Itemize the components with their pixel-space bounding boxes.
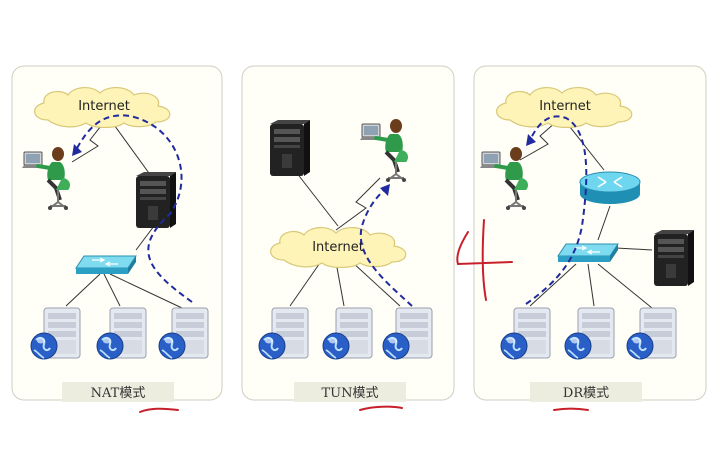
annotation-plus-mark [456, 219, 513, 301]
handwritten-annotations [139, 219, 589, 413]
dr-router-icon [579, 171, 641, 205]
dr-director-server-icon [654, 230, 694, 286]
nat-caption-box [62, 382, 174, 402]
dr-caption-box [530, 382, 642, 402]
dr-caption: DR模式 [563, 386, 609, 401]
nat-internet-label: Internet [78, 99, 130, 114]
panel-tun: Internet TUN模式 [241, 65, 455, 402]
tun-director-server-icon [270, 120, 310, 176]
nat-director-server-icon [136, 172, 176, 228]
nat-caption: NAT模式 [91, 386, 146, 401]
annotation-underline-nat [139, 407, 179, 413]
nat-links [65, 121, 183, 309]
dr-flow-arrow [525, 115, 588, 305]
annotation-underline-dr [553, 407, 589, 411]
tun-links [289, 171, 401, 307]
tun-flow-arrowhead [380, 184, 390, 196]
panel-nat: Internet NAT模式 [11, 65, 223, 402]
annotation-underline-tun [359, 405, 403, 411]
nat-flow-arrowhead [72, 144, 82, 156]
tun-internet-label: Internet [312, 240, 364, 255]
nat-flow-arrow [75, 114, 193, 303]
tun-caption-box [294, 382, 406, 402]
panel-dr: Internet DR模式 [473, 65, 707, 402]
dr-links [519, 121, 653, 309]
tun-flow-arrow [359, 187, 413, 307]
dr-internet-label: Internet [539, 99, 591, 114]
nat-switch-icon [75, 255, 137, 275]
dr-flow-arrowhead [526, 134, 536, 146]
tun-caption: TUN模式 [321, 386, 378, 401]
dr-switch-icon [557, 243, 619, 263]
